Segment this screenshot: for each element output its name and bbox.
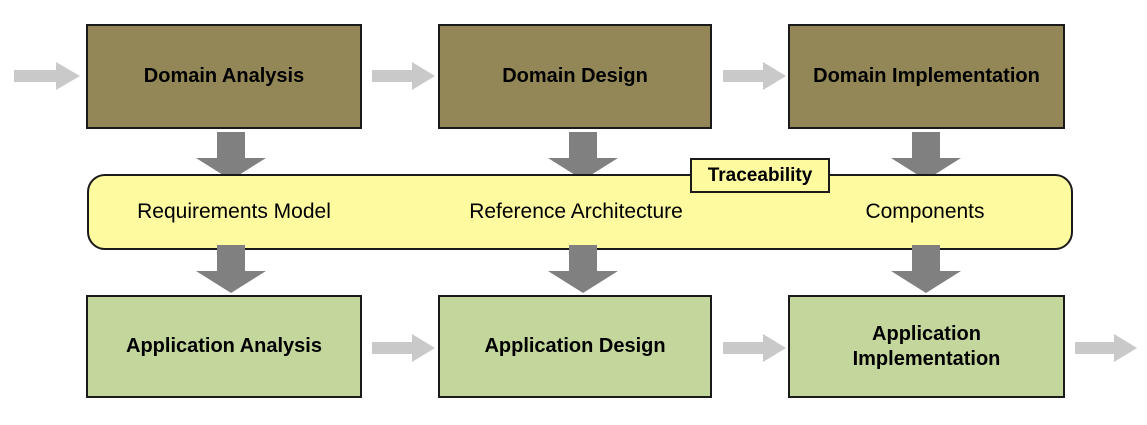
domain-design-to-domain-implementation-arrow: [723, 62, 786, 90]
application-implementation-box[interactable]: Application Implementation: [788, 295, 1065, 398]
reference-architecture-label: Reference Architecture: [469, 200, 683, 223]
application-analysis-label: Application Analysis: [126, 335, 322, 357]
domain-assets-bar: [87, 174, 1073, 250]
application-design-to-application-implementation-arrow: [723, 334, 786, 362]
application-design-box[interactable]: Application Design: [438, 295, 712, 398]
components-to-application-implementation-arrow: [891, 245, 961, 293]
application-analysis-to-application-design-arrow: [372, 334, 435, 362]
domain-implementation-to-components-arrow: [891, 132, 961, 180]
domain-implementation-label: Domain Implementation: [813, 65, 1040, 87]
application-design-label: Application Design: [484, 335, 666, 357]
domain-analysis-label: Domain Analysis: [143, 65, 305, 87]
application-analysis-box[interactable]: Application Analysis: [86, 295, 362, 398]
application-implementation-label: Application Implementation: [852, 322, 1001, 370]
domain-analysis-to-domain-design-arrow: [372, 62, 435, 90]
traceability-text: Traceability: [707, 164, 813, 186]
components-label: Components: [865, 200, 985, 223]
requirements-model-label: Requirements Model: [137, 200, 331, 223]
domain-design-to-reference-architecture-arrow: [548, 132, 618, 180]
domain-design-label: Domain Design: [502, 65, 648, 87]
requirements-model-to-application-analysis-arrow: [196, 245, 266, 293]
domain-analysis-to-requirements-model-arrow: [196, 132, 266, 180]
domain-implementation-box[interactable]: Domain Implementation: [788, 24, 1065, 129]
reference-architecture-to-application-design-arrow: [548, 245, 618, 293]
input-arrow: [14, 62, 80, 90]
domain-design-box[interactable]: Domain Design: [438, 24, 712, 129]
output-arrow: [1075, 334, 1137, 362]
domain-analysis-box[interactable]: Domain Analysis: [86, 24, 362, 129]
traceability-label-box[interactable]: Traceability: [690, 158, 830, 193]
